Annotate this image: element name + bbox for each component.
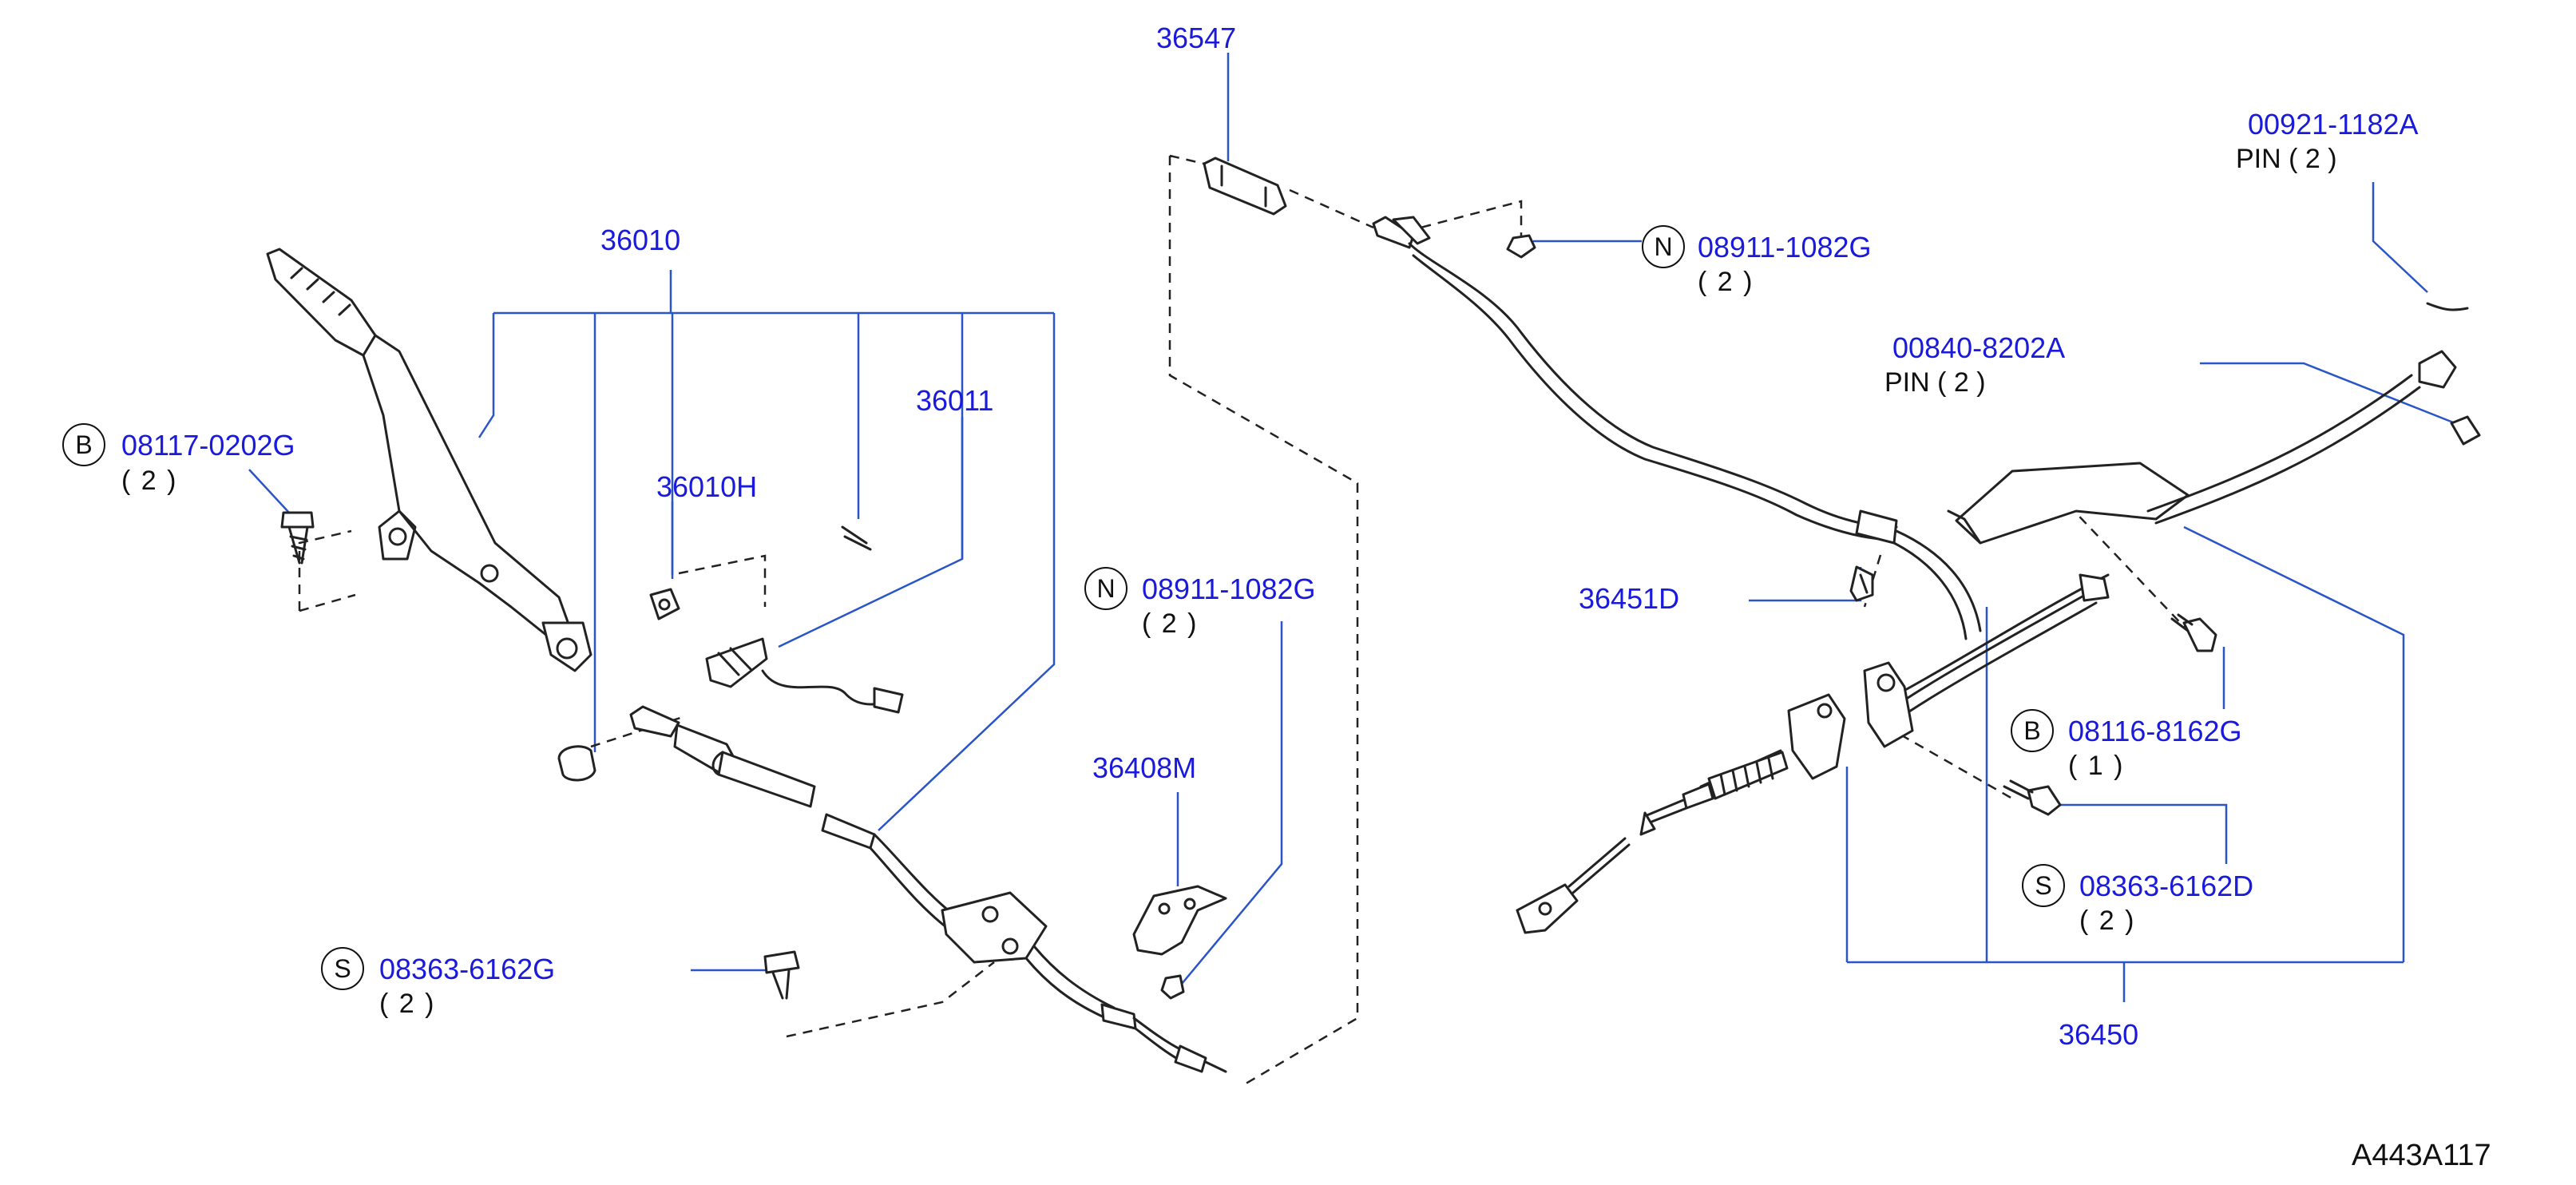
grommet-left	[557, 745, 596, 782]
part-number-08117-0202G[interactable]: 08117-0202G	[121, 429, 295, 462]
bracket-36547	[1203, 157, 1287, 216]
part-number-36450[interactable]: 36450	[2059, 1018, 2139, 1051]
part-number-08363-6162G[interactable]: 08363-6162G	[379, 953, 556, 985]
quantity-08116-8162G: ( 1 )	[2068, 751, 2125, 781]
part-number-36408M[interactable]: 36408M	[1092, 751, 1197, 784]
switch-36011	[705, 637, 904, 714]
leader-lines	[248, 53, 2476, 1002]
callout-badge-s: S	[2022, 864, 2065, 907]
quantity-00921-1182A: PIN ( 2 )	[2236, 144, 2337, 174]
rear-cable-upper	[1372, 216, 1982, 640]
quantity-08911-1082G-mid: ( 2 )	[1142, 608, 1199, 639]
callout-badge-s: S	[321, 947, 364, 990]
part-number-36547[interactable]: 36547	[1156, 22, 1237, 54]
quantity-00840-8202A: PIN ( 2 )	[1884, 367, 1986, 398]
diagram-reference-code: A443A117	[2352, 1139, 2491, 1172]
screw-36010H	[649, 588, 680, 620]
bolt-08116	[2170, 613, 2217, 652]
quantity-08117-0202G: ( 2 )	[121, 466, 178, 496]
part-number-36010H[interactable]: 36010H	[656, 470, 758, 503]
part-number-36451D[interactable]: 36451D	[1579, 582, 1680, 615]
bracket-36408M	[1132, 885, 1227, 1000]
part-number-36011[interactable]: 36011	[916, 384, 994, 417]
dashed-lines	[298, 154, 2189, 1088]
part-number-08116-8162G[interactable]: 08116-8162G	[2068, 715, 2242, 747]
quantity-08363-6162D: ( 2 )	[2079, 906, 2136, 936]
lever-clip	[841, 525, 872, 551]
part-number-00921-1182A[interactable]: 00921-1182A	[2248, 108, 2419, 141]
part-number-36010[interactable]: 36010	[600, 224, 681, 256]
callout-badge-n: N	[1642, 225, 1685, 268]
callout-badge-b: B	[62, 423, 105, 466]
quantity-08911-1082G-top: ( 2 )	[1698, 267, 1754, 297]
clip-36451D	[1849, 565, 1874, 602]
bolt-08363-left	[763, 950, 800, 1000]
part-number-00840-8202A[interactable]: 00840-8202A	[1892, 331, 2066, 364]
nut-08911-top	[1506, 234, 1536, 259]
front-cable	[629, 705, 1227, 1073]
part-number-08911-1082G-top[interactable]: 08911-1082G	[1698, 231, 1872, 264]
part-number-08363-6162D[interactable]: 08363-6162D	[2079, 870, 2254, 902]
callout-badge-n: N	[1084, 567, 1127, 610]
rear-cable-assembly	[1516, 302, 2481, 934]
bolt-08363-right	[2003, 779, 2062, 816]
bolt-08117	[280, 511, 315, 565]
quantity-08363-6162G: ( 2 )	[379, 989, 436, 1019]
callout-badge-b: B	[2011, 709, 2054, 752]
parking-brake-lever	[266, 248, 592, 672]
part-number-08911-1082G-mid[interactable]: 08911-1082G	[1142, 573, 1316, 605]
